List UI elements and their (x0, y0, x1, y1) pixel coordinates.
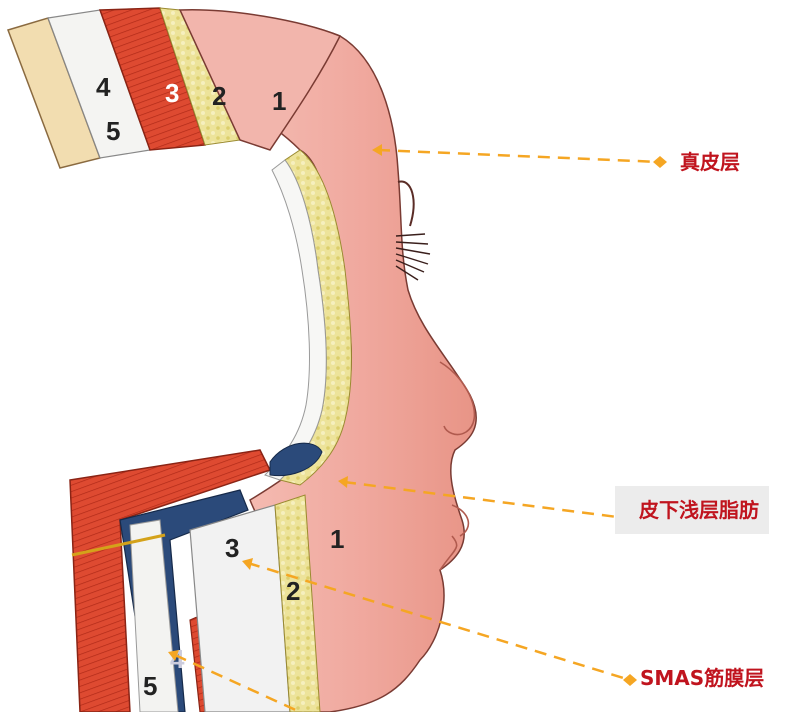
layer-number-bottom-3: 3 (225, 533, 239, 563)
layer-number-bottom-5: 5 (143, 671, 157, 701)
annotation-dermis: 真皮层 (680, 152, 740, 172)
layer-number-bottom-1: 1 (330, 524, 344, 554)
leader-line-dermis (372, 144, 667, 168)
layer-number-top-4: 4 (96, 72, 111, 102)
annotation-smas: SMAS筋膜层 (640, 668, 764, 688)
layer-number-top-3: 3 (165, 78, 179, 108)
annotation-subcutaneous-fat: 皮下浅层脂肪 (615, 486, 769, 534)
layer-number-top-2: 2 (212, 81, 226, 111)
layer-number-bottom-2: 2 (286, 576, 300, 606)
lower-fascia-layer (190, 505, 290, 712)
layer-number-top-1: 1 (272, 86, 286, 116)
layer-number-top-5: 5 (106, 116, 120, 146)
